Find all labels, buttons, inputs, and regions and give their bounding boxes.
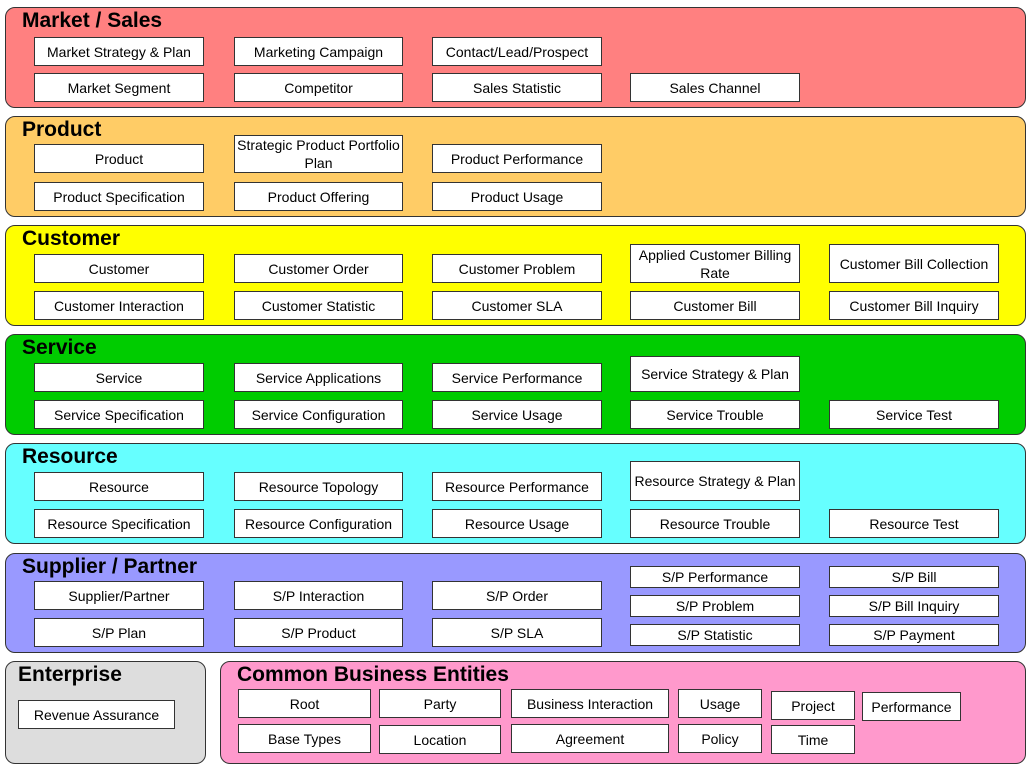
entity-party[interactable]: Party [379, 689, 501, 718]
entity-resource-usage[interactable]: Resource Usage [432, 509, 602, 538]
entity-sp-sla[interactable]: S/P SLA [432, 618, 602, 647]
entity-service-trouble[interactable]: Service Trouble [630, 400, 800, 429]
entity-customer-bill[interactable]: Customer Bill [630, 291, 800, 320]
entity-sp-plan[interactable]: S/P Plan [34, 618, 204, 647]
domain-title-resource: Resource [22, 445, 118, 468]
domain-title-product: Product [22, 118, 102, 141]
entity-customer-bill-inquiry[interactable]: Customer Bill Inquiry [829, 291, 999, 320]
entity-time[interactable]: Time [771, 725, 855, 754]
entity-sp-bill[interactable]: S/P Bill [829, 566, 999, 588]
domain-title-customer: Customer [22, 227, 121, 250]
entity-customer[interactable]: Customer [34, 254, 204, 283]
entity-resource-specification[interactable]: Resource Specification [34, 509, 204, 538]
entity-business-interaction[interactable]: Business Interaction [511, 689, 669, 718]
entity-customer-order[interactable]: Customer Order [234, 254, 403, 283]
domain-title-supplier-partner: Supplier / Partner [22, 555, 198, 578]
entity-customer-statistic[interactable]: Customer Statistic [234, 291, 403, 320]
entity-resource-test[interactable]: Resource Test [829, 509, 999, 538]
entity-revenue-assurance[interactable]: Revenue Assurance [18, 700, 175, 729]
entity-service-test[interactable]: Service Test [829, 400, 999, 429]
entity-product[interactable]: Product [34, 144, 204, 173]
entity-service[interactable]: Service [34, 363, 204, 392]
entity-sales-statistic[interactable]: Sales Statistic [432, 73, 602, 102]
entity-root[interactable]: Root [238, 689, 371, 718]
entity-sp-payment[interactable]: S/P Payment [829, 624, 999, 646]
entity-sales-channel[interactable]: Sales Channel [630, 73, 800, 102]
entity-sp-statistic[interactable]: S/P Statistic [630, 624, 800, 646]
entity-resource-configuration[interactable]: Resource Configuration [234, 509, 403, 538]
entity-performance[interactable]: Performance [862, 692, 961, 721]
entity-agreement[interactable]: Agreement [511, 724, 669, 753]
entity-product-performance[interactable]: Product Performance [432, 144, 602, 173]
entity-sp-product[interactable]: S/P Product [234, 618, 403, 647]
entity-product-usage[interactable]: Product Usage [432, 182, 602, 211]
entity-product-specification[interactable]: Product Specification [34, 182, 204, 211]
domain-title-common-business-entities: Common Business Entities [237, 663, 509, 686]
entity-applied-customer-billing-rate[interactable]: Applied Customer Billing Rate [630, 244, 800, 283]
entity-policy[interactable]: Policy [678, 724, 762, 753]
entity-supplier-partner[interactable]: Supplier/Partner [34, 581, 204, 610]
entity-service-specification[interactable]: Service Specification [34, 400, 204, 429]
entity-resource-trouble[interactable]: Resource Trouble [630, 509, 800, 538]
entity-sp-problem[interactable]: S/P Problem [630, 595, 800, 617]
entity-service-applications[interactable]: Service Applications [234, 363, 403, 392]
entity-resource-performance[interactable]: Resource Performance [432, 472, 602, 501]
entity-sp-interaction[interactable]: S/P Interaction [234, 581, 403, 610]
entity-market-strategy-plan[interactable]: Market Strategy & Plan [34, 37, 204, 66]
entity-customer-sla[interactable]: Customer SLA [432, 291, 602, 320]
entity-base-types[interactable]: Base Types [238, 724, 371, 753]
entity-service-usage[interactable]: Service Usage [432, 400, 602, 429]
entity-location[interactable]: Location [379, 725, 501, 754]
entity-contact-lead-prospect[interactable]: Contact/Lead/Prospect [432, 37, 602, 66]
entity-competitor[interactable]: Competitor [234, 73, 403, 102]
entity-sp-performance[interactable]: S/P Performance [630, 566, 800, 588]
entity-resource-strategy-plan[interactable]: Resource Strategy & Plan [630, 461, 800, 501]
entity-customer-bill-collection[interactable]: Customer Bill Collection [829, 244, 999, 283]
entity-usage[interactable]: Usage [678, 689, 762, 718]
entity-market-segment[interactable]: Market Segment [34, 73, 204, 102]
domain-title-enterprise: Enterprise [18, 663, 122, 686]
entity-product-offering[interactable]: Product Offering [234, 182, 403, 211]
domain-title-service: Service [22, 336, 97, 359]
entity-project[interactable]: Project [771, 691, 855, 720]
entity-strategic-product-portfolio-plan[interactable]: Strategic Product Portfolio Plan [234, 135, 403, 173]
domain-title-market-sales: Market / Sales [22, 9, 163, 32]
entity-sp-order[interactable]: S/P Order [432, 581, 602, 610]
entity-customer-problem[interactable]: Customer Problem [432, 254, 602, 283]
entity-service-performance[interactable]: Service Performance [432, 363, 602, 392]
entity-resource[interactable]: Resource [34, 472, 204, 501]
entity-resource-topology[interactable]: Resource Topology [234, 472, 403, 501]
entity-service-strategy-plan[interactable]: Service Strategy & Plan [630, 356, 800, 392]
entity-customer-interaction[interactable]: Customer Interaction [34, 291, 204, 320]
entity-service-configuration[interactable]: Service Configuration [234, 400, 403, 429]
entity-sp-bill-inquiry[interactable]: S/P Bill Inquiry [829, 595, 999, 617]
entity-marketing-campaign[interactable]: Marketing Campaign [234, 37, 403, 66]
